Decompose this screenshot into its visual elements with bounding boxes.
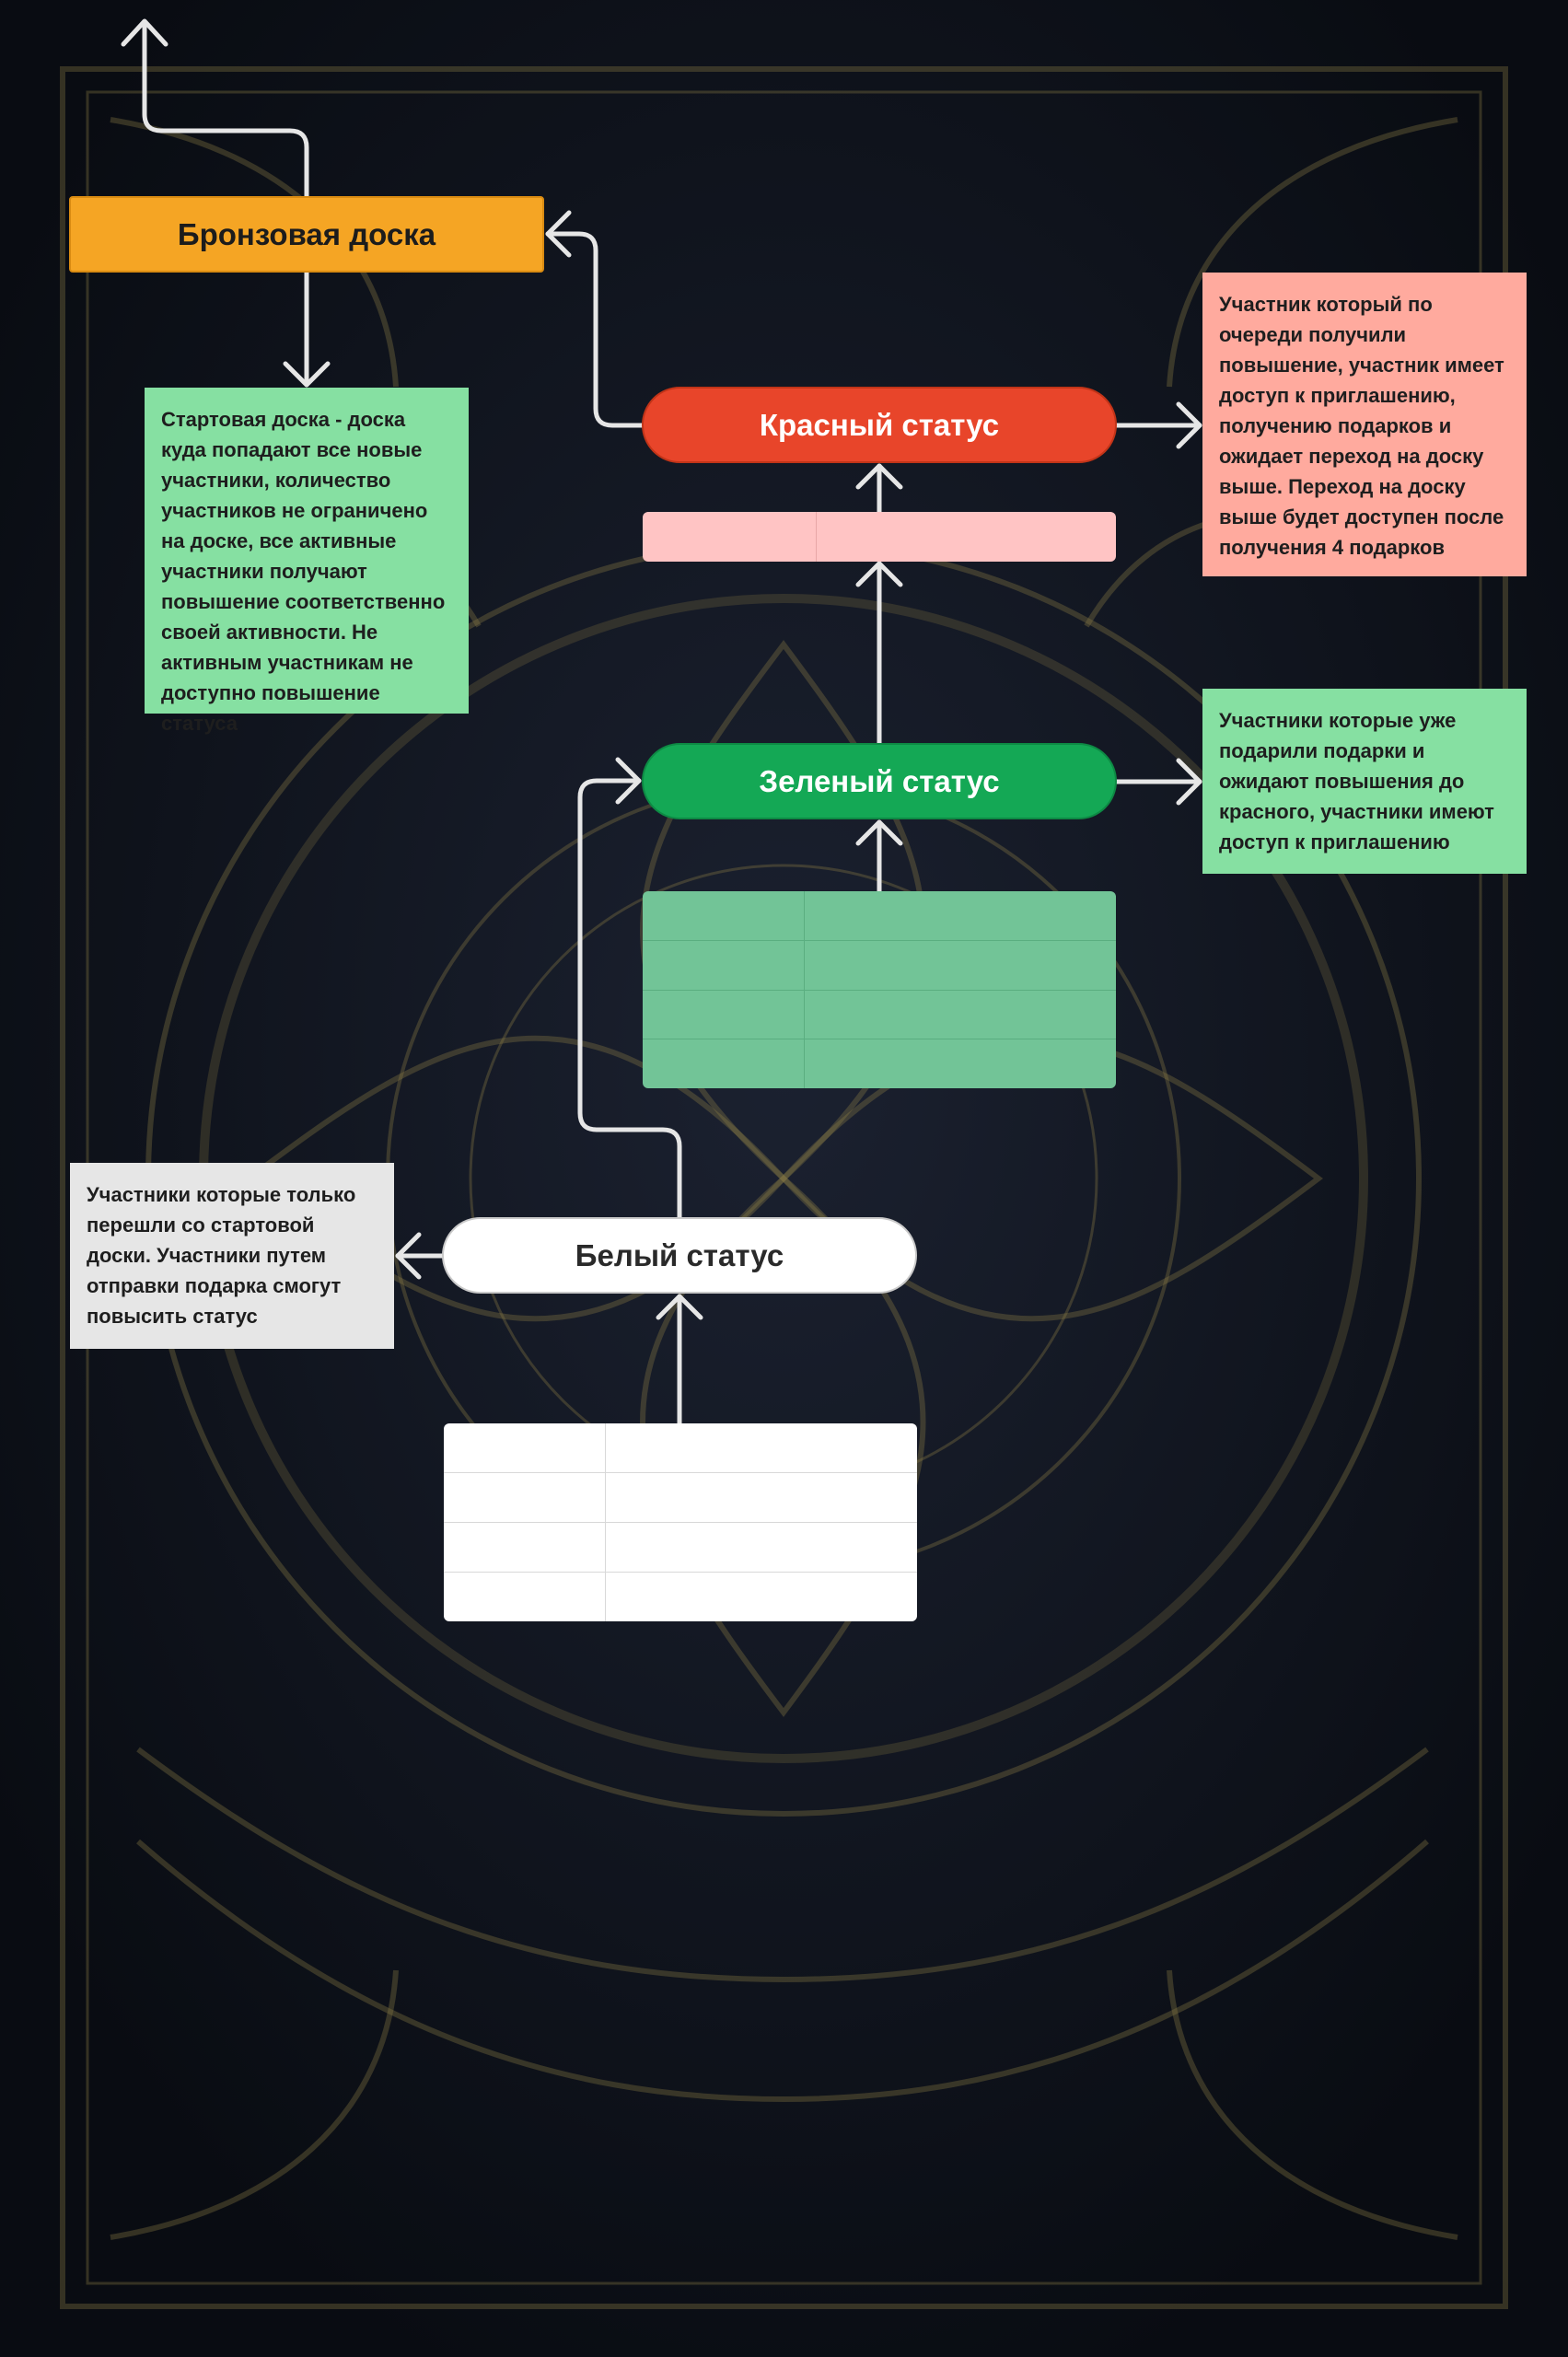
start-board-note: Стартовая доска - доска куда попадают вс…	[145, 388, 469, 735]
table-row-divider	[643, 940, 1116, 941]
white-status-note: Участники которые только перешли со стар…	[70, 1163, 394, 1349]
green-slots-table	[643, 891, 1116, 1088]
green-status-node: Зеленый статус	[642, 743, 1117, 819]
table-row-divider	[643, 990, 1116, 991]
table-row-divider	[444, 1572, 917, 1573]
white-slots-table	[444, 1423, 917, 1621]
bronze-board-node: Бронзовая доска	[69, 196, 544, 273]
table-divider	[816, 512, 817, 562]
white-status-node: Белый статус	[442, 1217, 917, 1294]
red-status-node: Красный статус	[642, 387, 1117, 463]
red-status-note: Участник который по очереди получили пов…	[1202, 273, 1527, 576]
red-slots-table	[643, 512, 1116, 562]
table-row-divider	[444, 1522, 917, 1523]
green-status-note: Участники которые уже подарили подарки и…	[1202, 689, 1527, 874]
table-row-divider	[444, 1472, 917, 1473]
